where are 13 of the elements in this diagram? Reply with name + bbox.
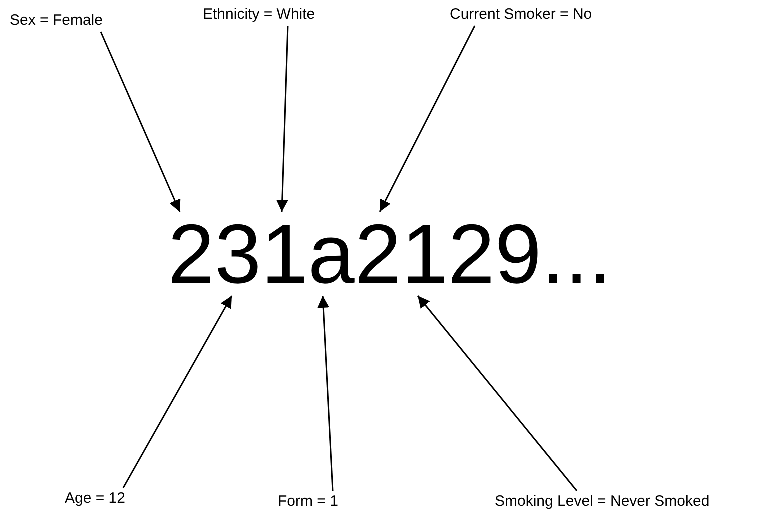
code-string: 231a2129... (168, 212, 612, 296)
attribute-label: Sex = Female (10, 12, 103, 30)
leader-arrow (100, 32, 181, 212)
attribute-label: Ethnicity = White (203, 6, 316, 24)
leader-arrow (276, 26, 289, 212)
leader-arrow (379, 26, 476, 212)
leader-arrow (417, 296, 578, 492)
leader-arrow (122, 296, 233, 488)
attribute-label: Form = 1 (278, 493, 338, 511)
leader-arrow (318, 296, 334, 492)
attribute-label: Age = 12 (65, 490, 126, 508)
attribute-label: Smoking Level = Never Smoked (495, 493, 710, 511)
attribute-label: Current Smoker = No (450, 6, 592, 24)
